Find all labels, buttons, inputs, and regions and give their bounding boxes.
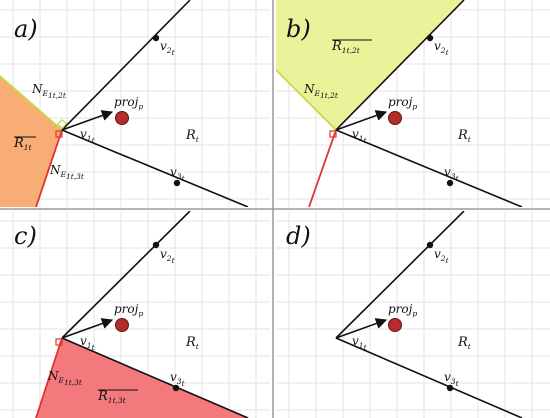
grid-panel-d <box>276 211 550 418</box>
vertex-v3-label-d: v3t <box>444 370 460 388</box>
proj-point-a <box>115 111 129 125</box>
vertex-v3-label-a: v3t <box>170 165 186 183</box>
panel-label-b: b) <box>286 15 311 43</box>
normal-e13-line-b <box>308 129 337 207</box>
normal-e13-line-a <box>35 129 63 207</box>
normal-e12-label-b: NE1t,2t <box>303 82 339 100</box>
vertex-v2-label-c: v2t <box>160 247 176 265</box>
right-angle-lower-c <box>55 338 63 346</box>
vertex-v3-point-b <box>446 179 454 187</box>
arrow-v1-to-proj-c <box>61 318 114 339</box>
panel-a: a) v2t v3t v1t projp Rt NE1t,2t NE1t,3t … <box>0 0 270 207</box>
proj-point-b <box>388 111 402 125</box>
normal-e12-line-a <box>0 75 63 131</box>
vertex-v2-label-a: v2t <box>160 39 176 57</box>
region-rt-label-a: Rt <box>185 128 200 144</box>
panel-d: d) v2t v3t v1t projp Rt <box>276 211 550 418</box>
shaded-region-label-c: R1t,3t <box>97 389 127 405</box>
right-angle-lower-a <box>55 130 63 138</box>
arrow-v1-to-proj-d <box>335 318 388 339</box>
vertex-v2-point-c <box>152 241 160 249</box>
vertex-v3-label-b: v3t <box>444 165 460 183</box>
shaded-region-r12-b <box>276 0 464 130</box>
vertex-v2-label-d: v2t <box>434 247 450 265</box>
normal-e13-label-a: NE1t,3t <box>49 163 85 181</box>
vertex-v2-label-b: v2t <box>434 39 450 57</box>
shaded-region-label-b: R1t,2t <box>331 39 361 55</box>
ray-v1-v2-c <box>61 211 191 339</box>
panel-c: c) v2t v3t v1t projp Rt NE1t,3t R1t,3t <box>0 211 270 418</box>
arrow-v1-to-proj-a <box>61 110 114 131</box>
vertex-v2-point-b <box>426 34 434 42</box>
vertex-v2-point-a <box>152 34 160 42</box>
panel-b: b) v2t v3t v1t projp Rt NE1t,2t R1t,2t <box>276 0 550 207</box>
ray-v1-v2-a <box>61 0 191 131</box>
region-rt-label-b: Rt <box>457 128 472 144</box>
ray-v1-v3-a <box>61 129 249 207</box>
panel-label-c: c) <box>14 222 37 250</box>
panel-label-a: a) <box>14 15 38 43</box>
proj-label-c: projp <box>114 302 143 318</box>
vertex-v1-label-d: v1t <box>352 334 368 352</box>
vertex-v3-point-d <box>446 384 454 392</box>
proj-label-a: projp <box>114 95 143 111</box>
normal-e13-label-c: NE1t,3t <box>47 369 83 387</box>
ray-v1-v2-b <box>335 0 465 131</box>
proj-point-d <box>388 318 402 332</box>
vertex-v3-point-a <box>173 179 181 187</box>
ray-v1-v3-c <box>61 337 249 418</box>
grid-panel-a <box>0 0 270 207</box>
normal-e12-line-b <box>276 69 337 131</box>
vertex-v3-point-c <box>172 384 180 392</box>
normal-e12-label-a: NE1t,2t <box>31 82 67 100</box>
right-angle-lower-b <box>329 130 337 138</box>
vertex-v3-label-c: v3t <box>170 370 186 388</box>
proj-point-c <box>115 318 129 332</box>
normal-e13-line-c <box>35 337 63 418</box>
region-rt-label-d: Rt <box>457 335 472 351</box>
right-angle-upper-a <box>56 118 68 130</box>
proj-label-d: projp <box>388 302 417 318</box>
ray-v1-v3-b <box>335 129 523 207</box>
vertex-v2-point-d <box>426 241 434 249</box>
vertex-v1-label-a: v1t <box>80 127 96 145</box>
proj-label-b: projp <box>388 95 417 111</box>
shaded-region-label-a: R1t <box>13 136 33 152</box>
vertex-v1-label-b: v1t <box>352 127 368 145</box>
arrow-v1-to-proj-b <box>335 110 388 131</box>
ray-v1-v3-d <box>335 337 523 418</box>
vertex-v1-label-c: v1t <box>80 334 96 352</box>
ray-v1-v2-d <box>335 211 465 339</box>
shaded-region-r13-c <box>36 338 248 418</box>
panel-label-d: d) <box>286 222 311 250</box>
region-rt-label-c: Rt <box>185 335 200 351</box>
